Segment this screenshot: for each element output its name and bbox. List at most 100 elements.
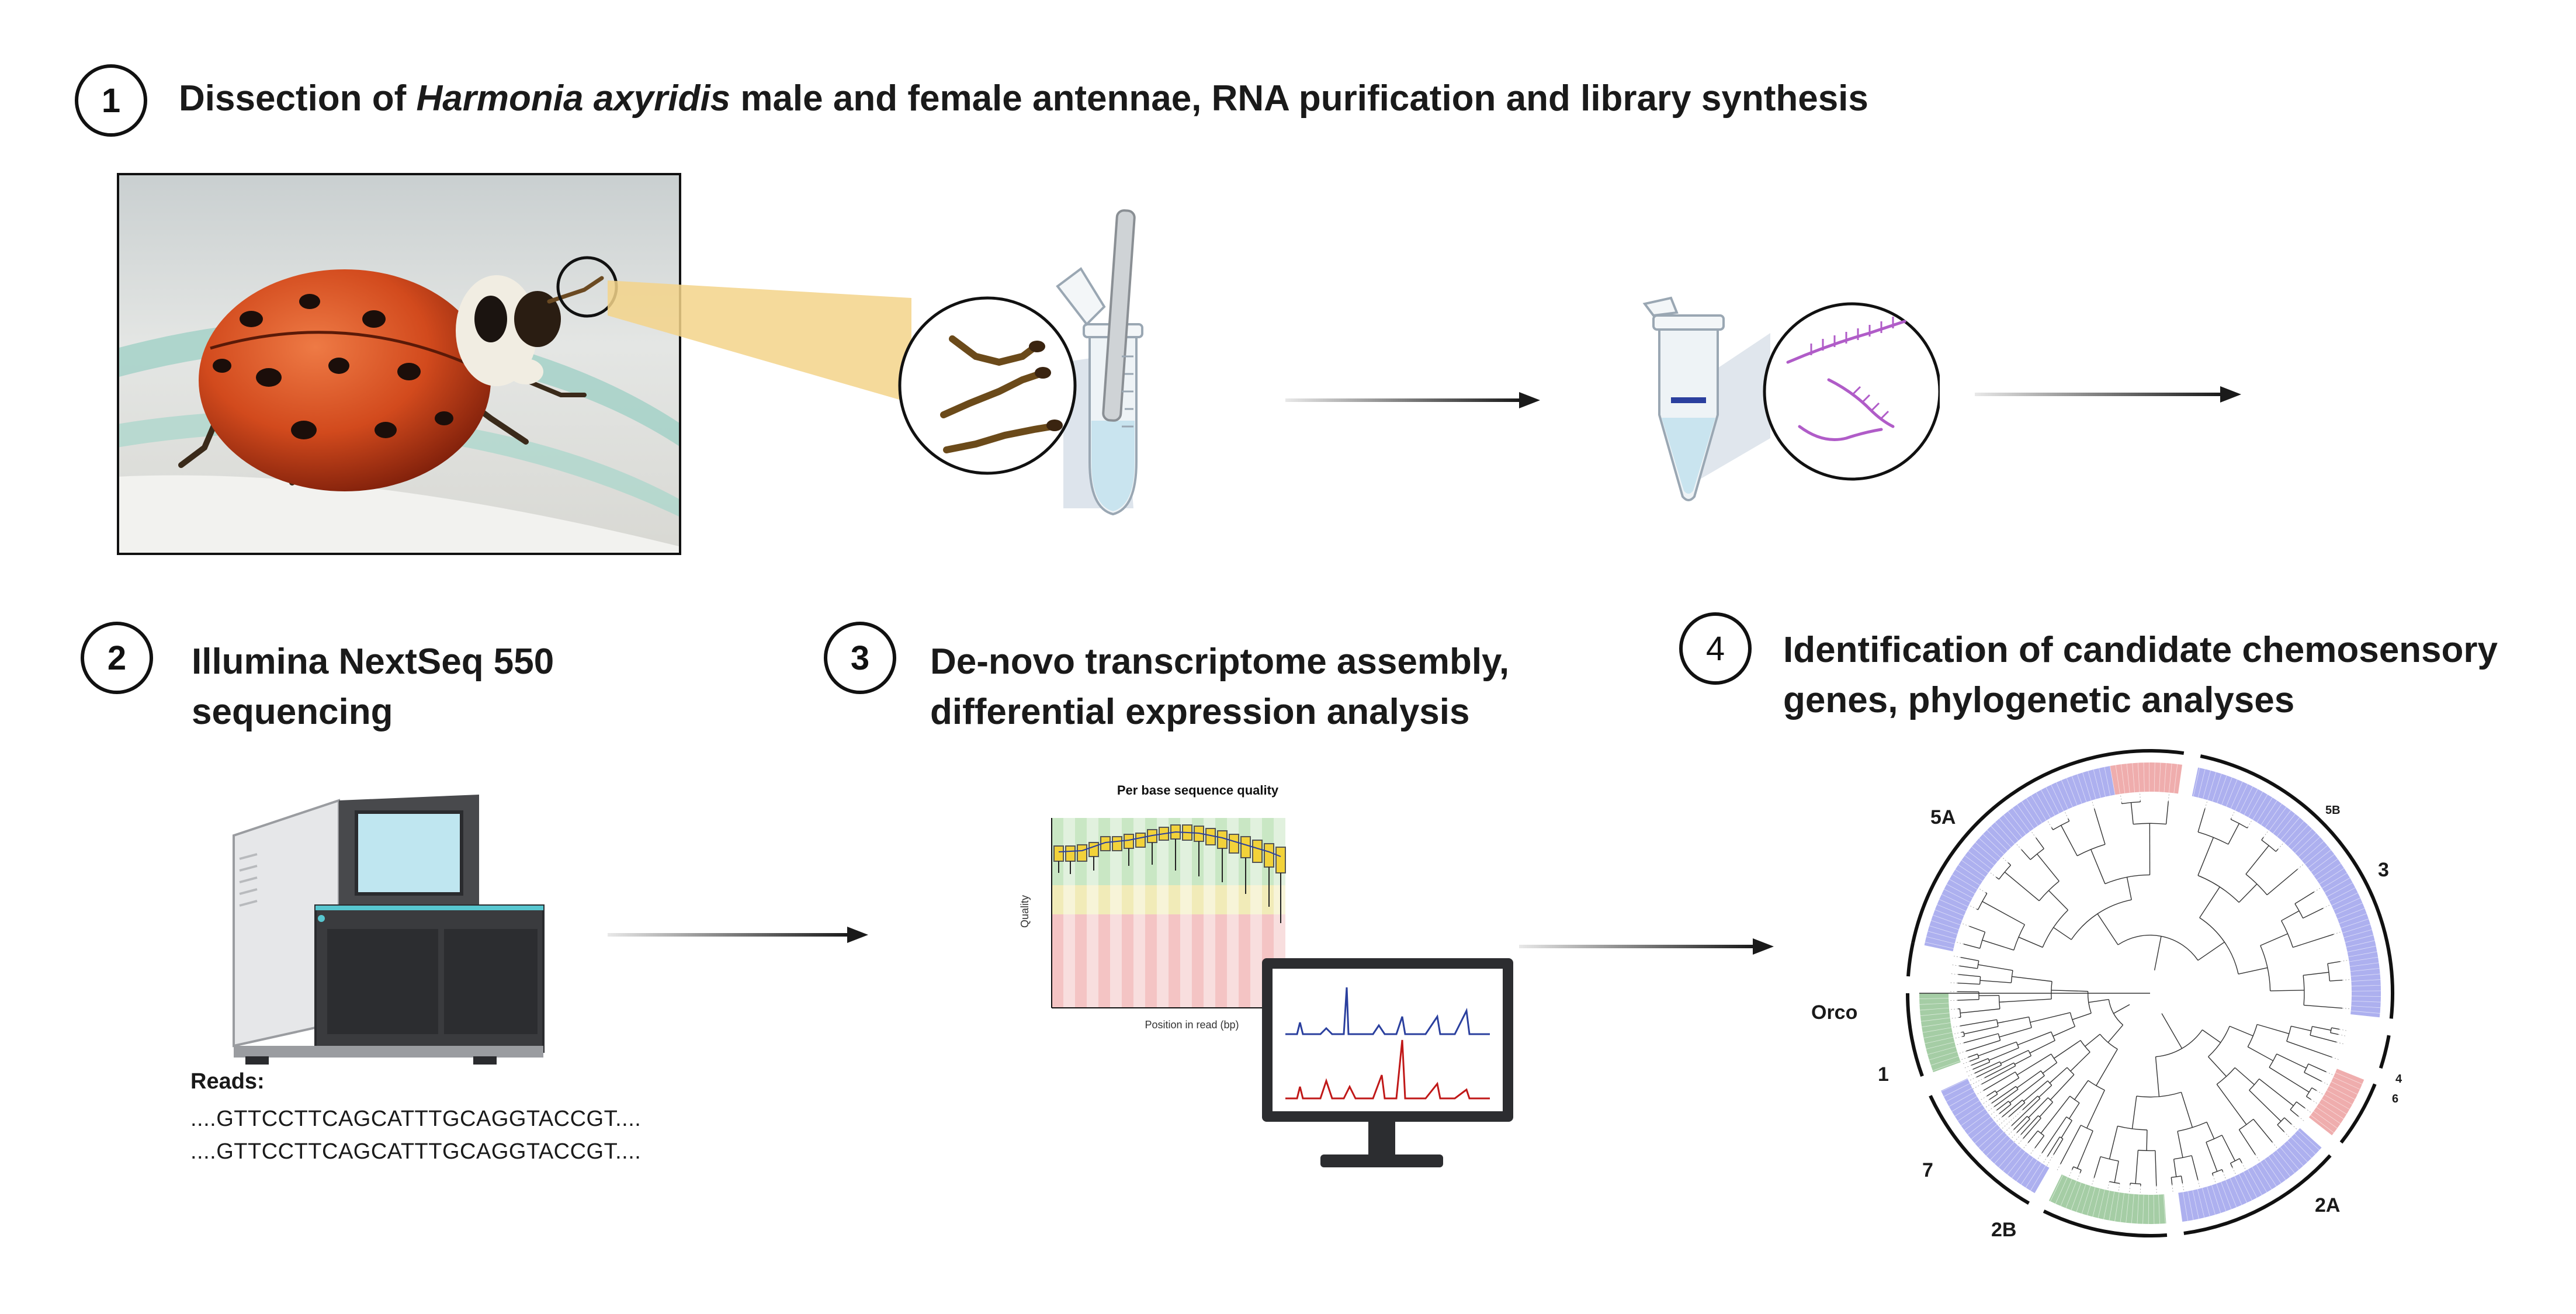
- tree-leaf-connector: [2017, 1138, 2024, 1146]
- tree-branch: [2276, 1053, 2307, 1069]
- tree-leaf-connector: [2338, 1034, 2348, 1037]
- tree-branch: [2012, 976, 2053, 982]
- tree-leaf-connector: [2128, 1185, 2131, 1194]
- tip-tick: [2137, 762, 2140, 792]
- tip-tick: [2280, 817, 2300, 840]
- tree-branch: [2270, 990, 2304, 991]
- tip-tick: [1982, 834, 2005, 855]
- tree-branch: [2329, 979, 2343, 982]
- tree-node-arc: [2066, 1117, 2072, 1121]
- tree-leaf-connector: [1972, 1084, 1982, 1090]
- phylogenetic-tree: [1906, 749, 2394, 1237]
- tree-leaf-connector: [2321, 1081, 2330, 1086]
- tip-tick: [2040, 1170, 2055, 1197]
- tree-node-arc: [2047, 1097, 2053, 1102]
- tree-branch: [2154, 936, 2162, 970]
- tip-tick: [2310, 1115, 2334, 1133]
- tree-leaf-connector: [2277, 842, 2284, 850]
- tree-branch: [2290, 1109, 2299, 1117]
- per-base-quality-plot: Per base sequence quality Quality Positi…: [1019, 783, 1286, 1031]
- tree-leaf-connector: [2091, 800, 2095, 809]
- tree-node-arc: [2208, 1026, 2230, 1058]
- tree-branch: [1986, 1090, 1996, 1097]
- tip-tick: [2121, 764, 2126, 793]
- tree-node-arc: [2051, 1053, 2058, 1063]
- tree-leaf-connector: [2332, 1057, 2341, 1060]
- tree-branch: [2085, 1034, 2100, 1047]
- tree-node-arc: [2071, 899, 2132, 940]
- tree-branch: [2327, 961, 2341, 965]
- tip-tick: [2337, 1067, 2364, 1080]
- tip-tick: [2216, 1183, 2227, 1212]
- tip-tick: [1934, 1065, 1963, 1076]
- tip-tick: [2243, 1171, 2258, 1198]
- tree-branch: [2206, 1142, 2218, 1172]
- tree-node-arc: [1998, 1033, 2001, 1041]
- tip-tick: [2104, 767, 2111, 796]
- tree-branch: [1963, 1033, 1999, 1043]
- tree-branch: [2086, 1090, 2105, 1129]
- tip-tick: [2137, 1194, 2140, 1224]
- tip-tick: [1982, 1131, 2004, 1152]
- tree-branch: [2040, 1095, 2071, 1134]
- tree-node-arc: [2206, 1135, 2223, 1143]
- tip-tick: [2283, 1143, 2304, 1166]
- tree-branch: [2155, 1056, 2160, 1097]
- tip-tick: [2055, 1177, 2068, 1204]
- tree-branch: [2079, 1170, 2082, 1173]
- tree-leaf-connector: [1961, 923, 1970, 927]
- tree-node-arc: [2073, 1166, 2082, 1171]
- tree-branch: [1996, 876, 1999, 880]
- tree-branch: [2000, 1050, 2029, 1064]
- tip-tick: [1971, 1120, 1994, 1139]
- tip-tick: [2132, 763, 2135, 793]
- tree-node-arc: [2040, 1070, 2045, 1076]
- step-2-heading-line1: Illumina NextSeq 550: [192, 642, 554, 682]
- tip-tick: [2313, 1111, 2338, 1129]
- tree-leaf-connector: [2232, 1167, 2237, 1176]
- tree-leaf-connector: [1950, 964, 1960, 966]
- tree-branch: [2038, 1084, 2053, 1098]
- tree-branch: [2036, 837, 2044, 849]
- tree-leaf-connector: [1963, 1065, 1972, 1069]
- tree-branch: [1993, 1088, 2019, 1107]
- tree-node-arc: [1996, 1020, 1999, 1027]
- tree-node-arc: [2304, 1063, 2309, 1073]
- tree-branch: [2228, 823, 2240, 845]
- tree-node-arc: [2117, 934, 2199, 961]
- tree-leaf-connector: [1960, 1057, 1968, 1060]
- tree-leaf-connector: [1953, 1032, 1961, 1035]
- tree-leaf-connector: [1968, 1077, 1977, 1081]
- tree-branch: [1957, 982, 1980, 985]
- tip-tick: [2016, 804, 2034, 829]
- tip-tick: [2327, 1090, 2353, 1105]
- tree-branch: [1960, 1008, 2000, 1014]
- tree-branch: [2293, 934, 2334, 948]
- tree-branch: [2304, 1072, 2322, 1082]
- tree-node-arc: [2029, 1017, 2032, 1028]
- tip-tick: [2264, 1159, 2282, 1184]
- tip-tick: [2341, 1058, 2369, 1069]
- tree-leaf-connector: [2037, 1153, 2043, 1160]
- tree-branch: [2269, 1067, 2310, 1093]
- tip-tick: [2324, 878, 2350, 893]
- tip-tick: [2045, 787, 2060, 814]
- tree-node-arc: [1979, 976, 1981, 984]
- tip-tick: [1937, 904, 1964, 916]
- tip-tick: [1920, 1007, 1949, 1011]
- tree-leaf-connector: [2140, 792, 2141, 801]
- clade-color-band: [2110, 762, 2182, 795]
- tree-label-1: 1: [1878, 1063, 1889, 1086]
- tip-tick: [2260, 1162, 2277, 1187]
- tree-branch: [2173, 1159, 2177, 1177]
- tree-branch: [1972, 1062, 1990, 1070]
- step-3-number: 3: [850, 639, 870, 677]
- tree-branch: [2229, 1025, 2253, 1036]
- tree-node-arc: [2290, 1101, 2297, 1110]
- zoom-cone: [608, 280, 911, 403]
- tip-tick: [1964, 1112, 1988, 1131]
- tip-tick: [2225, 1180, 2237, 1208]
- tree-node-arc: [2051, 1031, 2055, 1041]
- tip-tick: [2238, 1174, 2252, 1201]
- tree-branch: [1982, 939, 2014, 951]
